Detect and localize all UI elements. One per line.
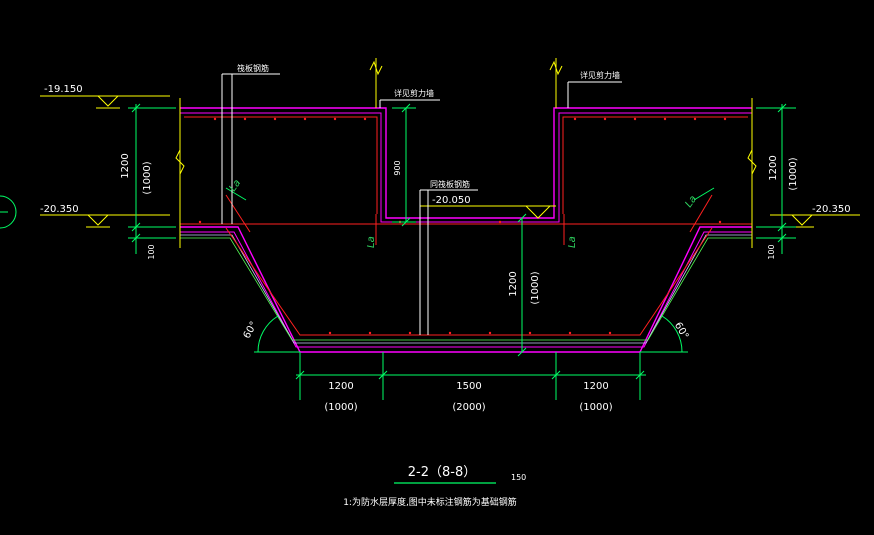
dim-inner-depth: 900 bbox=[393, 160, 402, 175]
la-label-mid-right: La bbox=[567, 236, 578, 248]
dim-bottom-left: 1200 bbox=[328, 381, 353, 392]
level-pit-label: -20.050 bbox=[432, 195, 471, 206]
label-wall-detail-left: 详见剪力墙 bbox=[394, 88, 434, 98]
dimension-lines bbox=[128, 103, 796, 400]
dim-left-height-alt: (1000) bbox=[142, 161, 153, 194]
dim-right-height-alt: (1000) bbox=[788, 157, 799, 190]
dim-left-thick: 100 bbox=[147, 244, 156, 259]
rebar-lines bbox=[180, 116, 752, 336]
la-label-mid-left: La bbox=[366, 236, 377, 248]
drawing-title: 2-2（8-8） bbox=[408, 465, 476, 480]
angle-left-label: 60° bbox=[242, 320, 260, 341]
dim-bottom-right-alt: (1000) bbox=[579, 402, 612, 413]
dim-right-thick: 100 bbox=[767, 244, 776, 259]
la-label-right: La bbox=[683, 194, 699, 210]
level-left-label: -20.350 bbox=[40, 204, 79, 215]
dim-bottom-right: 1200 bbox=[583, 381, 608, 392]
concrete-outline bbox=[180, 107, 752, 353]
level-marker-top bbox=[40, 95, 170, 109]
dim-pit-depth: 1200 bbox=[508, 271, 519, 296]
level-right-label: -20.350 bbox=[812, 204, 851, 215]
dim-left-height: 1200 bbox=[120, 153, 131, 178]
dim-bottom-mid: 1500 bbox=[456, 381, 481, 392]
break-lines bbox=[175, 58, 757, 248]
dim-right-height: 1200 bbox=[768, 155, 779, 180]
leader-lines bbox=[221, 73, 622, 335]
dim-bottom-mid-alt: (2000) bbox=[452, 402, 485, 413]
level-top-label: -19.150 bbox=[44, 84, 83, 95]
level-marker-pit bbox=[420, 205, 556, 219]
level-marker-left bbox=[40, 214, 170, 228]
label-wall-detail-right: 详见剪力墙 bbox=[580, 70, 620, 80]
dim-bottom-left-alt: (1000) bbox=[324, 402, 357, 413]
label-board-rebar: 筏板钢筋 bbox=[237, 63, 269, 73]
waterproof-layer bbox=[180, 234, 752, 344]
rebar-dots bbox=[198, 117, 727, 335]
drawing-note: 1:为防水层厚度,图中未标注钢筋为基础钢筋 bbox=[343, 496, 517, 508]
section-marker-icon bbox=[0, 195, 17, 229]
angle-right-label: 60° bbox=[672, 321, 690, 342]
label-pit-rebar: 同筏板钢筋 bbox=[430, 179, 470, 189]
drawing-scale: 150 bbox=[511, 473, 526, 482]
dim-pit-depth-alt: (1000) bbox=[530, 271, 541, 304]
la-label-left: La bbox=[227, 178, 243, 194]
